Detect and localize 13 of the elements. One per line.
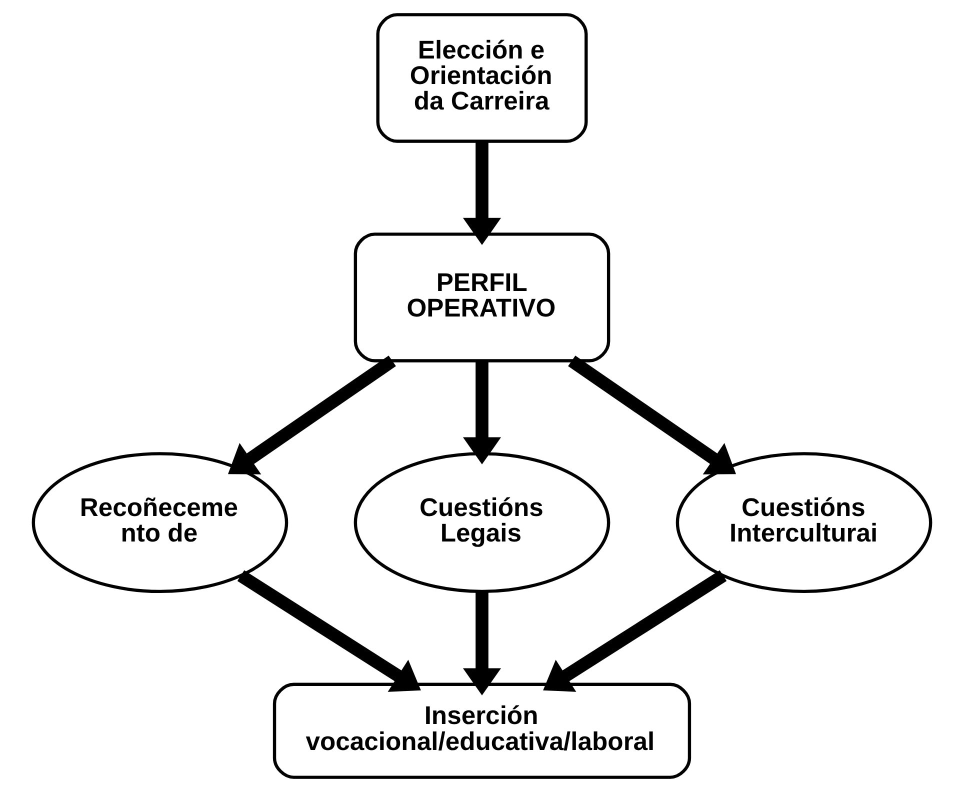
node-box: PERFIL OPERATIVO: [354, 232, 610, 362]
node-ellipse: Cuestións Interculturai: [676, 452, 932, 594]
node-box: Inserción vocacional/educativa/laboral: [272, 682, 692, 779]
arrow: [462, 592, 502, 696]
node-ellipse: Cuestións Legais: [354, 452, 610, 594]
arrow: [228, 356, 396, 474]
node-box: Elección e Orientación da Carreira: [376, 13, 588, 143]
arrow: [237, 570, 421, 692]
arrow: [462, 360, 502, 464]
arrow: [543, 570, 727, 692]
arrow: [462, 142, 502, 246]
node-ellipse: Recoñeceme nto de: [32, 452, 288, 594]
arrow: [568, 356, 736, 474]
